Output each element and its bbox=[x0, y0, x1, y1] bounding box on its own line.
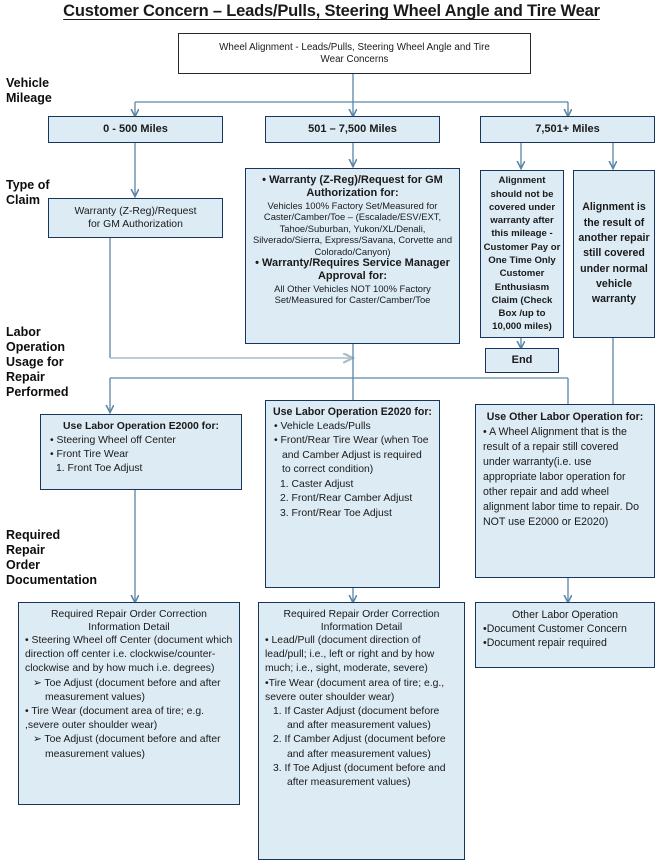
node-doc-other-heading: Other Labor Operation bbox=[512, 609, 618, 621]
node-doc-e2020[interactable]: Required Repair Order Correction Informa… bbox=[258, 602, 465, 860]
node-labor-e2020-item-4: 2. Front/Rear Camber Adjust bbox=[280, 493, 413, 504]
page-title: Customer Concern – Leads/Pulls, Steering… bbox=[63, 2, 600, 20]
node-claim-gm-authorization[interactable]: • Warranty (Z-Reg)/Request for GM Author… bbox=[245, 168, 460, 344]
node-mileage-0-500-label: 0 - 500 Miles bbox=[103, 122, 168, 135]
node-doc-other[interactable]: Other Labor Operation •Document Customer… bbox=[475, 602, 655, 668]
node-mileage-501-7500[interactable]: 501 – 7,500 Miles bbox=[265, 116, 440, 143]
swimlane-label-type-of-claim: Type of Claim bbox=[6, 178, 50, 207]
node-labor-e2000-item-1: • Steering Wheel off Center bbox=[50, 434, 176, 446]
node-doc-e2000-item-2: ➢ Toe Adjust (document before and after … bbox=[33, 677, 221, 703]
node-doc-e2000-heading: Required Repair Order Correction Informa… bbox=[51, 609, 207, 633]
node-doc-e2020-item-5: 3. If Toe Adjust (document before and af… bbox=[273, 762, 446, 789]
node-labor-e2020-item-1: • Vehicle Leads/Pulls bbox=[274, 420, 371, 432]
node-doc-e2020-item-3: 1. If Caster Adjust (document before and… bbox=[273, 706, 440, 732]
node-doc-e2000-item-3: • Tire Wear (document area of tire; e.g.… bbox=[25, 706, 205, 732]
node-mileage-0-500[interactable]: 0 - 500 Miles bbox=[48, 116, 223, 143]
node-claim-other-repair[interactable]: Alignment is the result of another repai… bbox=[573, 170, 655, 338]
swimlane-label-labor-operation: Labor Operation Usage for Repair Perform… bbox=[6, 325, 69, 399]
node-labor-e2000-item-3: 1. Front Toe Adjust bbox=[56, 462, 143, 474]
node-claim-gm-auth-body-2: All Other Vehicles NOT 100% Factory Set/… bbox=[274, 283, 431, 306]
node-claim-zreg[interactable]: Warranty (Z-Reg)/Request for GM Authoriz… bbox=[48, 198, 223, 238]
node-claim-gm-auth-body: Vehicles 100% Factory Set/Measured for C… bbox=[252, 200, 453, 257]
node-doc-e2000-item-4: ➢ Toe Adjust (document before and after … bbox=[33, 734, 221, 760]
node-labor-e2000[interactable]: Use Labor Operation E2000 for: • Steerin… bbox=[40, 414, 242, 490]
node-end-label: End bbox=[511, 353, 533, 366]
node-labor-other-item-1: • A Wheel Alignment that is the result o… bbox=[483, 425, 640, 528]
node-doc-e2000[interactable]: Required Repair Order Correction Informa… bbox=[18, 602, 240, 805]
node-claim-other-repair-text: Alignment is the result of another repai… bbox=[578, 201, 650, 306]
node-claim-gm-auth-heading-2: • Warranty/Requires Service Manager Appr… bbox=[255, 257, 450, 283]
node-claim-gm-auth-heading: • Warranty (Z-Reg)/Request for GM Author… bbox=[262, 174, 443, 199]
node-mileage-7501-plus-label: 7,501+ Miles bbox=[535, 122, 600, 135]
node-start-line-1: Wheel Alignment - Leads/Pulls, Steering … bbox=[219, 41, 490, 53]
node-doc-other-item-1: •Document Customer Concern bbox=[483, 623, 627, 635]
node-labor-e2020-item-3: 1. Caster Adjust bbox=[280, 478, 354, 490]
node-labor-other-heading: Use Other Labor Operation for: bbox=[486, 411, 644, 423]
node-doc-e2020-item-4: 2. If Camber Adjust (document before and… bbox=[273, 734, 446, 760]
swimlane-label-required-repair-order-documentation: Required Repair Order Documentation bbox=[6, 528, 97, 587]
node-claim-zreg-line-2: for GM Authorization bbox=[88, 219, 183, 230]
node-end[interactable]: End bbox=[485, 348, 559, 373]
node-doc-e2000-item-1: • Steering Wheel off Center (document wh… bbox=[25, 635, 233, 675]
node-doc-e2020-item-1: • Lead/Pull (document direction of lead/… bbox=[265, 635, 435, 675]
node-doc-other-item-2: •Document repair required bbox=[483, 637, 607, 649]
node-claim-not-covered[interactable]: Alignment should not be covered under wa… bbox=[480, 170, 564, 338]
node-labor-e2000-item-2: • Front Tire Wear bbox=[50, 448, 129, 460]
node-labor-e2020-item-2: • Front/Rear Tire Wear (when Toe and Cam… bbox=[274, 435, 429, 475]
node-labor-e2020-heading: Use Labor Operation E2020 for: bbox=[273, 406, 432, 418]
node-mileage-7501-plus[interactable]: 7,501+ Miles bbox=[480, 116, 655, 143]
node-doc-e2020-item-2: •Tire Wear (document area of tire; e.g.,… bbox=[265, 677, 445, 703]
node-labor-e2000-heading: Use Labor Operation E2000 for: bbox=[63, 421, 219, 432]
node-labor-e2020[interactable]: Use Labor Operation E2020 for: • Vehicle… bbox=[265, 400, 440, 588]
node-start[interactable]: Wheel Alignment - Leads/Pulls, Steering … bbox=[178, 33, 531, 74]
node-start-line-2: Wear Concerns bbox=[320, 53, 389, 65]
node-mileage-501-7500-label: 501 – 7,500 Miles bbox=[308, 122, 397, 135]
node-labor-other[interactable]: Use Other Labor Operation for: • A Wheel… bbox=[475, 404, 655, 578]
node-claim-not-covered-text: Alignment should not be covered under wa… bbox=[483, 175, 561, 333]
swimlane-label-vehicle-mileage: Vehicle Mileage bbox=[6, 76, 52, 105]
node-claim-zreg-line-1: Warranty (Z-Reg)/Request bbox=[74, 206, 197, 217]
node-doc-e2020-heading: Required Repair Order Correction Informa… bbox=[283, 609, 440, 633]
node-labor-e2020-item-5: 3. Front/Rear Toe Adjust bbox=[280, 507, 392, 519]
